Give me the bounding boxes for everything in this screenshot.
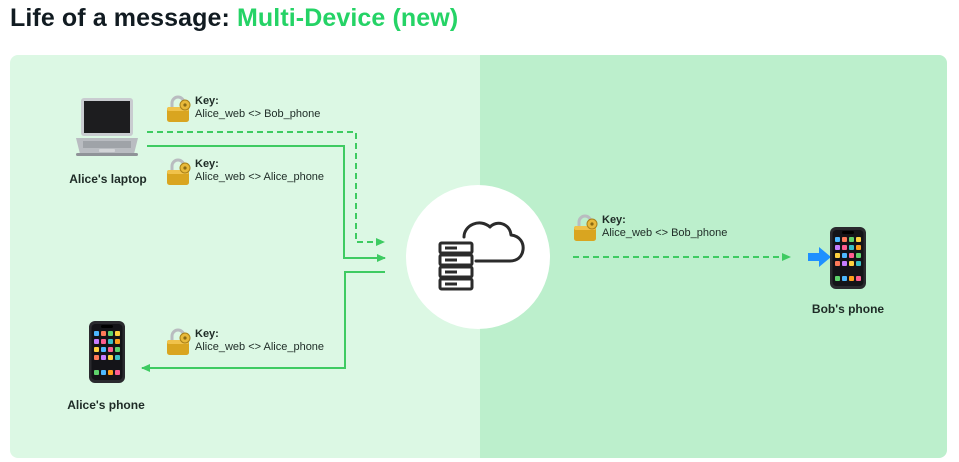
lock-icon <box>574 214 598 241</box>
phone-icon <box>830 227 866 289</box>
alice-phone-label: Alice's phone <box>67 398 145 412</box>
lock-icon <box>167 158 191 185</box>
server-node <box>406 185 550 329</box>
key-value: Alice_web <> Alice_phone <box>195 341 325 353</box>
server-to-alice-phone-line <box>141 271 385 372</box>
phone-icon <box>89 321 125 383</box>
key-value: Alice_web <> Alice_phone <box>195 171 325 183</box>
key-label: Key: <box>602 214 626 226</box>
key-annotation: Key: Alice_web <> Alice_phone <box>165 158 324 186</box>
key-label: Key: <box>195 328 219 340</box>
lock-icon <box>167 328 191 355</box>
alice-laptop <box>76 96 138 163</box>
key-label: Key: <box>195 158 219 170</box>
alice-phone <box>89 321 125 388</box>
laptop-to-server-dashed-line <box>147 131 385 246</box>
page-title: Life of a message: Multi-Device (new) <box>10 4 458 33</box>
key-annotation: Key: Alice_web <> Alice_phone <box>165 328 324 356</box>
bob-phone-label: Bob's phone <box>811 302 885 316</box>
bob-forward-arrow <box>808 246 832 273</box>
forward-arrow-icon <box>808 247 831 267</box>
key-value: Alice_web <> Bob_phone <box>602 227 728 239</box>
lock-icon <box>167 95 191 122</box>
key-value: Alice_web <> Bob_phone <box>195 108 321 120</box>
title-prefix: Life of a message: <box>10 4 237 32</box>
key-annotation: Key: Alice_web <> Bob_phone <box>165 95 320 123</box>
laptop-icon <box>76 98 138 156</box>
key-label: Key: <box>195 95 219 107</box>
server-cloud-icon <box>438 221 525 291</box>
bob-phone <box>830 227 866 294</box>
laptop-to-server-solid-line <box>147 145 386 262</box>
title-highlight: Multi-Device (new) <box>236 4 459 32</box>
key-annotation: Key: Alice_web <> Bob_phone <box>572 214 727 242</box>
alice-laptop-label: Alice's laptop <box>69 172 147 186</box>
